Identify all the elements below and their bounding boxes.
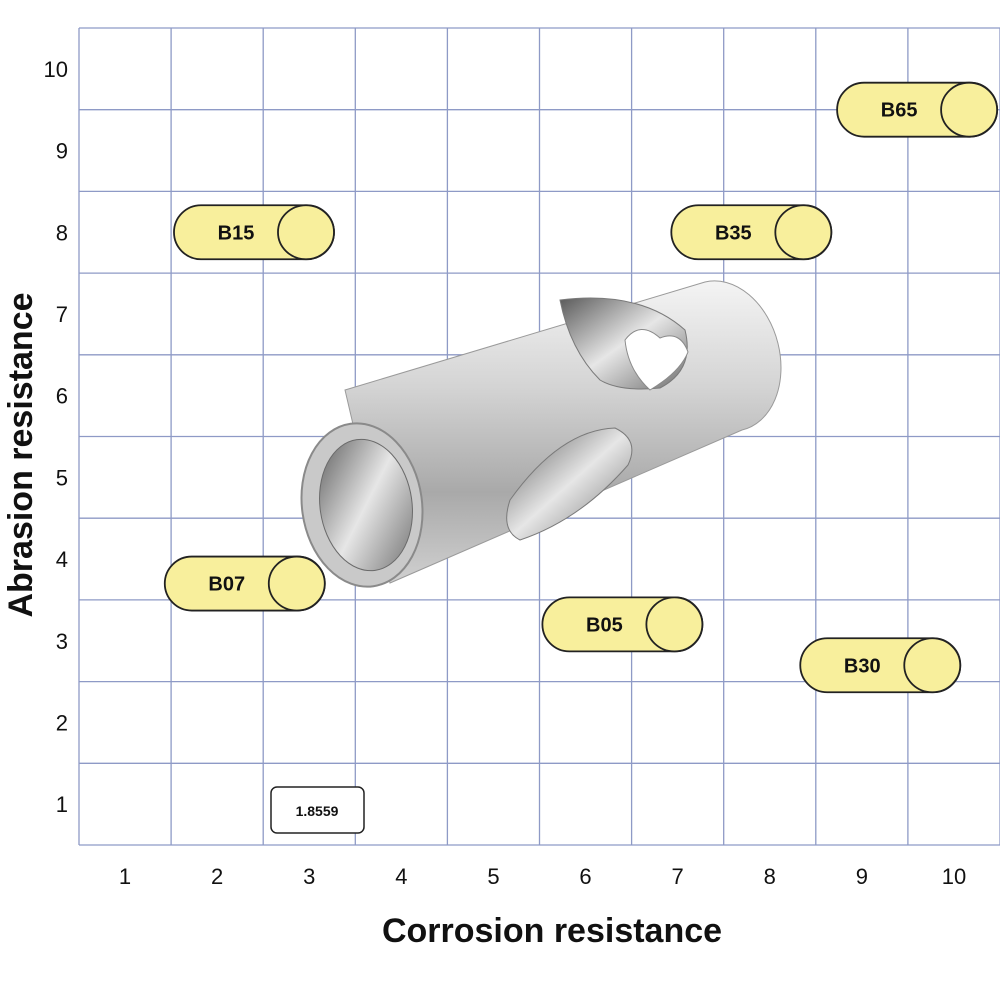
metal-sleeve-illustration: [300, 280, 782, 588]
capsule-end-cap: [267, 555, 326, 612]
x-tick-label: 8: [764, 864, 776, 889]
capsule-end-cap: [277, 204, 335, 261]
y-tick-label: 1: [56, 792, 68, 817]
y-tick-label: 4: [56, 547, 68, 572]
data-point-label: B35: [715, 222, 752, 244]
data-point-b65: B65: [836, 81, 999, 138]
value-badge-text: 1.8559: [296, 803, 339, 819]
y-tick-label: 9: [56, 139, 68, 164]
capsule-end-cap: [645, 596, 704, 653]
value-badge: 1.8559: [270, 786, 365, 834]
y-axis-title: Abrasion resistance: [2, 292, 40, 617]
x-tick-label: 4: [395, 864, 407, 889]
y-tick-label: 8: [56, 220, 68, 245]
capsule-end-cap: [903, 637, 962, 694]
capsule-end-cap: [774, 204, 833, 261]
x-tick-label: 6: [579, 864, 591, 889]
x-tick-label: 10: [942, 864, 966, 889]
x-tick-label: 1: [119, 864, 131, 889]
data-point-label: B15: [218, 222, 255, 244]
axis-ticks: 1 2 3 4 5 6 7 8 9 10 1 2 3 4 5 6 7 8 9 10: [44, 57, 967, 889]
y-tick-label: 10: [44, 57, 68, 82]
x-tick-label: 5: [487, 864, 499, 889]
y-tick-label: 6: [56, 384, 68, 409]
x-tick-label: 7: [672, 864, 684, 889]
x-tick-label: 9: [856, 864, 868, 889]
y-tick-label: 5: [56, 465, 68, 490]
data-point-b07: B07: [163, 555, 326, 612]
data-point-b05: B05: [541, 596, 704, 653]
capsule-end-cap: [940, 81, 999, 138]
data-point-b15: B15: [173, 204, 335, 261]
data-point-label: B30: [844, 655, 881, 677]
y-tick-label: 3: [56, 629, 68, 654]
x-tick-label: 3: [303, 864, 315, 889]
data-point-b30: B30: [799, 637, 962, 694]
y-tick-label: 2: [56, 710, 68, 735]
x-tick-label: 2: [211, 864, 223, 889]
x-axis-title: Corrosion resistance: [382, 912, 722, 950]
y-tick-label: 7: [56, 302, 68, 327]
data-point-label: B05: [586, 614, 623, 636]
data-point-label: B65: [881, 100, 918, 122]
data-point-b35: B35: [670, 204, 833, 261]
data-point-label: B07: [208, 574, 245, 596]
